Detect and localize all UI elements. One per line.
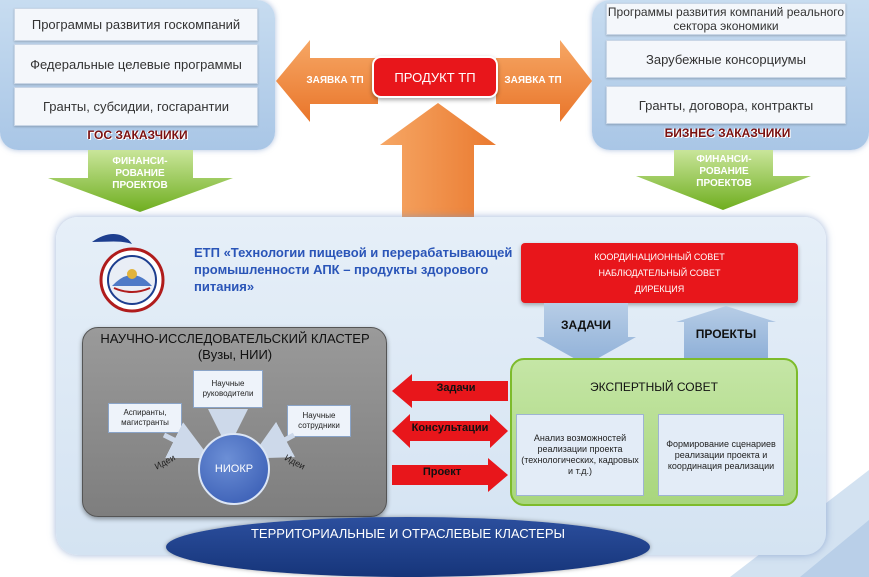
- projects-label: ПРОЕКТЫ: [695, 327, 757, 341]
- product-up-arrow: [380, 103, 496, 220]
- gov-item-federal-programs: Федеральные целевые программы: [14, 44, 258, 84]
- flow-project-label: Проект: [422, 466, 462, 478]
- gov-customers-title: ГОС ЗАКАЗЧИКИ: [87, 128, 188, 142]
- niokr-circle: НИОКР: [198, 433, 270, 505]
- etp-title: ЕТП «Технологии пищевой и перерабатывающ…: [194, 245, 513, 294]
- council-directorate: ДИРЕКЦИЯ: [634, 284, 685, 294]
- gov-financing-arrow: [48, 150, 233, 212]
- request-right-arrow: [496, 40, 592, 122]
- supervisors-box: Научные руководители: [193, 370, 263, 408]
- flow-consult-label: Консультации: [411, 422, 489, 434]
- expert-council-title: ЭКСПЕРТНЫЙ СОВЕТ: [590, 380, 718, 394]
- expert-scenarios-box: Формирование сценариев реализации проект…: [658, 414, 784, 496]
- gov-item-grants: Гранты, субсидии, госгарантии: [14, 87, 258, 126]
- request-right-label: ЗАЯВКА ТП: [504, 75, 562, 86]
- council-supervisory: НАБЛЮДАТЕЛЬНЫЙ СОВЕТ: [598, 268, 721, 278]
- etp-logo-icon: [92, 233, 165, 313]
- product-tp-box: ПРОДУКТ ТП: [372, 56, 498, 98]
- projects-up-arrow: [676, 306, 776, 358]
- clusters-label: ТЕРРИТОРИАЛЬНЫЕ И ОТРАСЛЕВЫЕ КЛАСТЕРЫ: [250, 526, 566, 541]
- tasks-down-arrow: [536, 303, 636, 365]
- tasks-label: ЗАДАЧИ: [561, 318, 611, 332]
- flow-tasks-arrow: [392, 374, 508, 408]
- research-cluster-title: НАУЧНО-ИССЛЕДОВАТЕЛЬСКИЙ КЛАСТЕР (Вузы, …: [100, 331, 370, 362]
- biz-financing-label: ФИНАНСИ-РОВАНИЕ ПРОЕКТОВ: [696, 154, 752, 189]
- council-coordination: КООРДИНАЦИОННЫЙ СОВЕТ: [594, 252, 725, 262]
- flow-project-arrow: [392, 458, 508, 492]
- gov-financing-label: ФИНАНСИ-РОВАНИЕ ПРОЕКТОВ: [112, 156, 168, 191]
- clusters-ellipse: [166, 517, 650, 577]
- research-inner-arrows: [162, 409, 296, 459]
- staff-box: Научные сотрудники: [287, 405, 351, 437]
- business-customers-title: БИЗНЕС ЗАКАЗЧИКИ: [664, 126, 791, 140]
- request-left-arrow: [276, 40, 378, 122]
- flow-consult-arrow: [392, 414, 508, 448]
- gov-item-state-companies: Программы развития госкомпаний: [14, 8, 258, 41]
- biz-item-real-sector: Программы развития компаний реального се…: [606, 3, 846, 35]
- biz-item-grants-contracts: Гранты, договора, контракты: [606, 86, 846, 124]
- biz-item-foreign-consortia: Зарубежные консорциумы: [606, 40, 846, 78]
- flow-tasks-label: Задачи: [436, 382, 476, 394]
- biz-financing-arrow: [636, 150, 811, 210]
- request-left-label: ЗАЯВКА ТП: [306, 75, 364, 86]
- council-box: КООРДИНАЦИОННЫЙ СОВЕТ НАБЛЮДАТЕЛЬНЫЙ СОВ…: [521, 243, 798, 303]
- expert-analysis-box: Анализ возможностей реализации проекта (…: [516, 414, 644, 496]
